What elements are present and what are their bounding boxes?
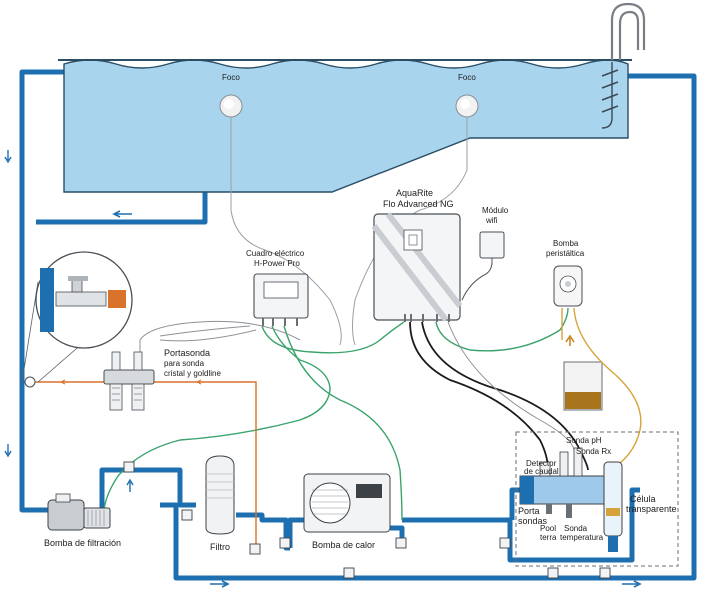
porta-label-line1: Porta [518, 506, 540, 516]
pool-water [63, 59, 629, 193]
portasonda-sub1: para sonda [164, 359, 205, 368]
pipe-skimmer-drop [36, 192, 208, 225]
peristaltic-pump [553, 265, 583, 307]
bomba-peristaltica-label-line2: peristáltica [546, 249, 585, 258]
pool-light-left [219, 94, 243, 118]
cuadro-label-line1: Cuadro eléctrico [246, 249, 305, 258]
pool-terra-label-line1: Pool [540, 524, 556, 533]
bomba-calor-label: Bomba de calor [312, 540, 375, 550]
chemical-tank [563, 334, 603, 411]
electrical-panel [253, 273, 309, 326]
sonda-temp-label-line1: Sonda [564, 524, 588, 533]
portasonda-title: Portasonda [164, 348, 210, 358]
heat-pump [303, 473, 391, 533]
pipe-fittings [123, 461, 611, 579]
pipe-left-return [19, 69, 64, 513]
green-cables [103, 307, 569, 521]
filtro-label: Filtro [210, 542, 230, 552]
foco-left-label: Foco [222, 73, 240, 82]
detector-label-line1: Detector [526, 459, 557, 468]
celula-label-line2: transparente [626, 504, 677, 514]
detector-label-line2: de caudal [524, 467, 559, 476]
pipe-right-return [160, 73, 697, 581]
sonda-ph-label: Sonda pH [566, 436, 602, 445]
flow-arrow-right-icon [210, 580, 230, 588]
valve-detail-zoom [21, 251, 133, 388]
ladder-rail-underwater [601, 62, 613, 129]
orange-arrow-left-icon [59, 379, 70, 385]
transparent-cell [603, 461, 623, 552]
aquarite-label-line2: Flo Advanced NG [383, 199, 454, 209]
wifi-module [461, 231, 505, 301]
porta-label-line2: sondas [518, 516, 548, 526]
celula-label-line1: Célula [630, 494, 656, 504]
flow-arrow-right-icon [622, 580, 642, 588]
probe-manifold [519, 447, 607, 518]
aquarite-label-line1: AquaRite [396, 188, 433, 198]
sonda-rx-label: Sonda Rx [576, 447, 611, 456]
pipe-pump-to-filter [99, 467, 196, 512]
probe-holder [103, 351, 155, 411]
filtration-pump [47, 493, 111, 531]
dark-cables [409, 321, 589, 471]
flow-arrow-down-icon [4, 150, 12, 164]
pool-light-right [455, 94, 479, 118]
bomba-peristaltica-label-line1: Bomba [553, 239, 579, 248]
flow-arrow-down-icon [4, 444, 12, 458]
bomba-filtracion-label: Bomba de filtración [44, 538, 121, 548]
modulo-label-line1: Módulo [482, 206, 509, 215]
filter [205, 455, 235, 535]
pool-ladder [610, 2, 646, 60]
pool [58, 2, 646, 193]
treatment-section-box [515, 431, 679, 567]
foco-right-label: Foco [458, 73, 476, 82]
cuadro-label-line2: H-Power Pro [254, 259, 300, 268]
flow-arrows [4, 150, 642, 588]
flow-arrow-left-icon [112, 210, 132, 218]
pool-terra-label-line2: terra [540, 533, 557, 542]
orange-arrow-left-icon [195, 379, 206, 385]
flow-arrow-up-icon [126, 478, 134, 492]
amber-cables [561, 307, 642, 471]
aquarite-controller [371, 212, 463, 322]
grey-cables [139, 320, 575, 451]
modulo-label-line2: wifi [485, 216, 498, 225]
ladder-rungs [601, 69, 619, 113]
sonda-temp-label-line2: temperatura [560, 533, 604, 542]
portasonda-sub2: cristal y goldline [164, 369, 221, 378]
